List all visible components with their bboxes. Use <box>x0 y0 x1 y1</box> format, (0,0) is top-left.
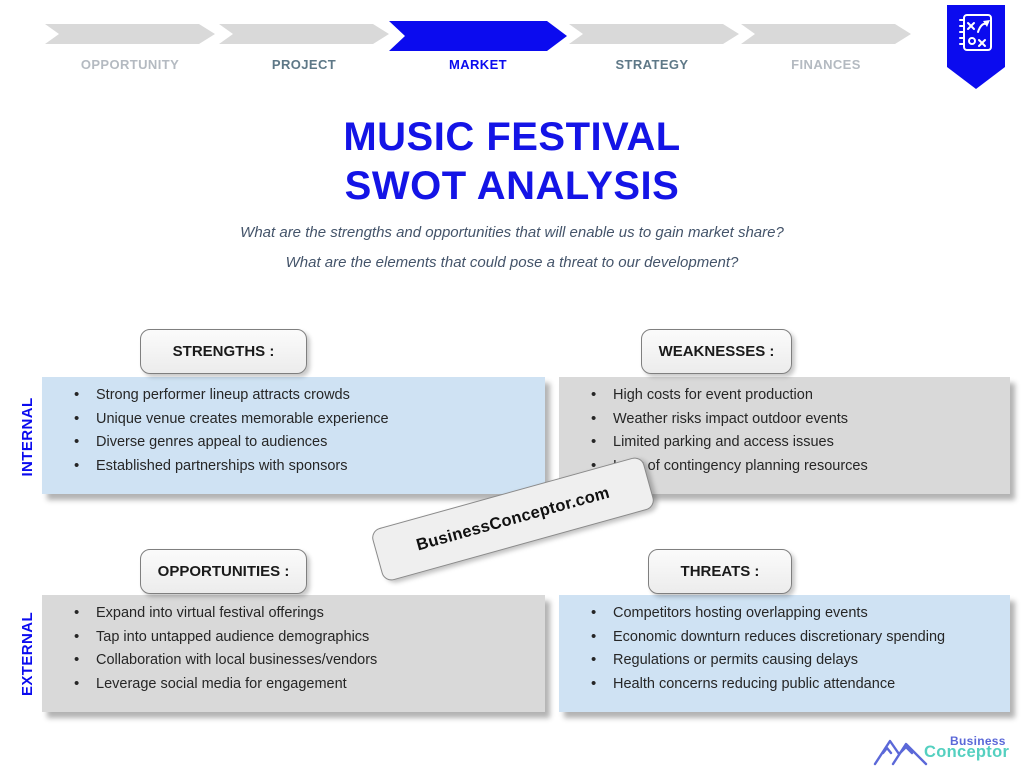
weaknesses-panel: High costs for event production Weather … <box>559 377 1010 494</box>
step-label-project: PROJECT <box>271 57 337 72</box>
external-row-label: EXTERNAL <box>19 611 36 697</box>
bookmark-ribbon <box>947 5 1005 91</box>
step-label-market: MARKET <box>448 57 507 72</box>
logo-text-business: Business <box>950 734 1006 748</box>
step-label-finances: FINANCES <box>791 57 861 72</box>
bullet-item: Economic downturn reduces discretionary … <box>583 628 1000 646</box>
chevron-market <box>389 21 567 51</box>
subtitle-line2: What are the elements that could pose a … <box>285 254 739 271</box>
strengths-list: Strong performer lineup attracts crowds … <box>42 377 545 475</box>
threats-label-box: THREATS : <box>648 549 792 594</box>
opportunities-list: Expand into virtual festival offerings T… <box>42 595 545 693</box>
strengths-panel: Strong performer lineup attracts crowds … <box>42 377 545 494</box>
bullet-item: Leverage social media for engagement <box>66 675 535 693</box>
bullet-item: Established partnerships with sponsors <box>66 457 535 475</box>
bullet-item: Collaboration with local businesses/vend… <box>66 651 535 669</box>
bullet-item: Unique venue creates memorable experienc… <box>66 410 535 428</box>
bullet-item: Limited parking and access issues <box>583 433 1000 451</box>
bullet-item: High costs for event production <box>583 386 1000 404</box>
bullet-item: Competitors hosting overlapping events <box>583 604 1000 622</box>
bullet-item: Strong performer lineup attracts crowds <box>66 386 535 404</box>
bullet-item: Weather risks impact outdoor events <box>583 410 1000 428</box>
threats-panel: Competitors hosting overlapping events E… <box>559 595 1010 712</box>
step-label-strategy: STRATEGY <box>615 57 689 72</box>
bullet-item: Regulations or permits causing delays <box>583 651 1000 669</box>
bullet-item: Health concerns reducing public attendan… <box>583 675 1000 693</box>
slide-title-line2: SWOT ANALYSIS <box>344 164 680 208</box>
logo-text-conceptor: Conceptor <box>924 743 1010 761</box>
chevron-finances <box>741 24 911 44</box>
bullet-item: Expand into virtual festival offerings <box>66 604 535 622</box>
strategy-tactics-board-icon <box>947 5 1005 89</box>
chevron-project <box>219 24 389 44</box>
weaknesses-label-box: WEAKNESSES : <box>641 329 792 374</box>
bullet-item: Diverse genres appeal to audiences <box>66 433 535 451</box>
strengths-label-box: STRENGTHS : <box>140 329 307 374</box>
threats-list: Competitors hosting overlapping events E… <box>559 595 1010 693</box>
bullet-item: Lack of contingency planning resources <box>583 457 1000 475</box>
chevron-opportunity <box>45 24 215 44</box>
chevron-strategy <box>569 24 739 44</box>
slide-title: MUSIC FESTIVAL SWOT ANALYSIS <box>0 113 1024 211</box>
bullet-item: Tap into untapped audience demographics <box>66 628 535 646</box>
weaknesses-list: High costs for event production Weather … <box>559 377 1010 475</box>
opportunities-panel: Expand into virtual festival offerings T… <box>42 595 545 712</box>
internal-row-label: INTERNAL <box>19 397 36 477</box>
mountains-icon <box>873 739 928 766</box>
step-label-opportunity: OPPORTUNITY <box>80 57 180 72</box>
slide-title-line1: MUSIC FESTIVAL <box>343 115 681 159</box>
opportunities-label-box: OPPORTUNITIES : <box>140 549 307 594</box>
subtitle-line1: What are the strengths and opportunities… <box>240 224 784 241</box>
slide-subtitle: What are the strengths and opportunities… <box>0 224 1024 284</box>
footer-logo: Business Conceptor <box>873 731 1018 767</box>
